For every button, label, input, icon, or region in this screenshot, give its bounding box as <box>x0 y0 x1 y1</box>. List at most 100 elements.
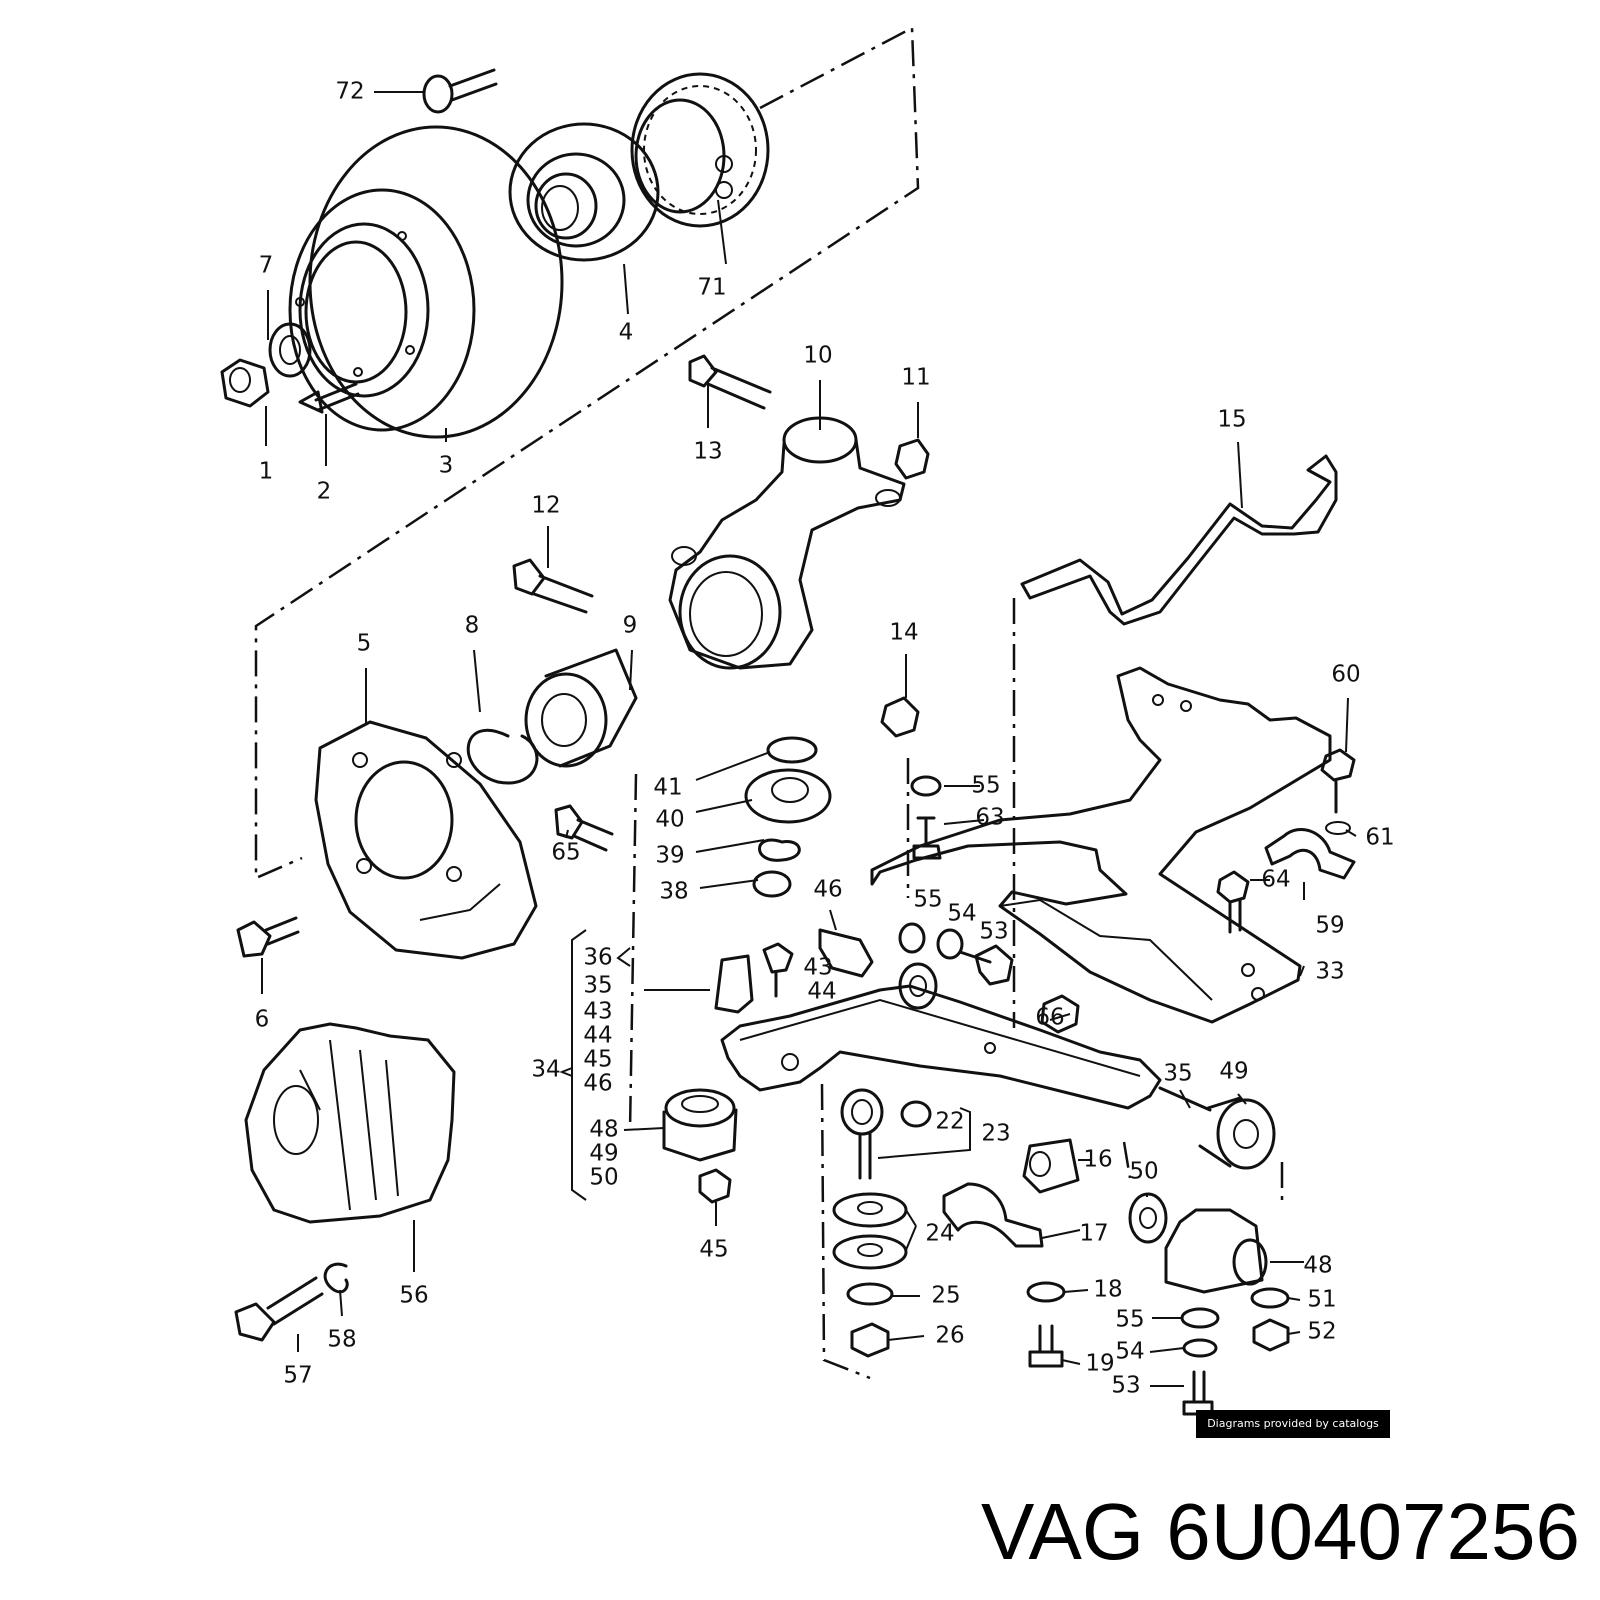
lower-control-arm <box>720 984 1212 1112</box>
callout-53: 53 <box>1111 1373 1140 1399</box>
group-brackets <box>559 929 971 1201</box>
callout-14: 14 <box>889 620 918 646</box>
bolt-60 <box>1320 748 1356 835</box>
washers-51-52 <box>1250 1287 1290 1352</box>
callout-49: 49 <box>1219 1059 1248 1085</box>
callout-54: 54 <box>947 901 976 927</box>
callout-12: 12 <box>531 493 560 519</box>
callout-33: 33 <box>1315 959 1344 985</box>
brake-disc <box>288 125 564 439</box>
callout-52: 52 <box>1307 1319 1336 1345</box>
callout-25: 25 <box>931 1283 960 1309</box>
bolt-65 <box>554 804 614 852</box>
leader-lines <box>261 91 1357 1387</box>
callout-58: 58 <box>327 1327 356 1353</box>
callout-8: 8 <box>465 613 480 639</box>
callout-17: 17 <box>1079 1221 1108 1247</box>
callout-34: 34 <box>531 1057 560 1083</box>
washers-55-63 <box>910 775 942 860</box>
nut-66 <box>1040 994 1080 1034</box>
callout-19: 19 <box>1085 1351 1114 1377</box>
callout-9: 9 <box>623 613 638 639</box>
bolt-12 <box>512 558 594 614</box>
callout-46: 46 <box>813 877 842 903</box>
callout-51: 51 <box>1307 1287 1336 1313</box>
steering-knuckle <box>668 416 906 670</box>
callout-45: 45 <box>699 1237 728 1263</box>
callout-6: 6 <box>255 1007 270 1033</box>
callout-56: 56 <box>399 1283 428 1309</box>
callout-39: 39 <box>655 843 684 869</box>
callout-59: 59 <box>1315 913 1344 939</box>
caliper-bolt <box>234 1276 324 1342</box>
bolt-19 <box>1028 1324 1064 1368</box>
callout-35: 35 <box>583 973 612 999</box>
callout-10: 10 <box>803 343 832 369</box>
bolt-43-44 <box>714 942 794 1014</box>
thrust-washer <box>268 322 312 378</box>
nut-14 <box>880 696 920 738</box>
spring-washer <box>323 1262 349 1294</box>
callout-61: 61 <box>1365 825 1394 851</box>
assembly-guide-lines <box>254 25 1284 1380</box>
countersunk-screw <box>298 382 360 414</box>
nut-26 <box>850 1322 890 1358</box>
callout-1: 1 <box>259 459 274 485</box>
callout-23: 23 <box>981 1121 1010 1147</box>
callout-43: 43 <box>803 955 832 981</box>
stabilizer-clamp <box>1264 827 1356 880</box>
ball-joint-parts <box>744 736 832 898</box>
bolt-13 <box>688 354 772 410</box>
callout-54: 54 <box>1115 1339 1144 1365</box>
bolt-6 <box>236 916 300 958</box>
callout-26: 26 <box>935 1323 964 1349</box>
callout-15: 15 <box>1217 407 1246 433</box>
callout-22: 22 <box>935 1109 964 1135</box>
callout-55: 55 <box>971 773 1000 799</box>
stabilizer-bracket <box>942 1182 1044 1248</box>
callout-72: 72 <box>335 79 364 105</box>
callout-35: 35 <box>1163 1061 1192 1087</box>
abs-sensor-ring <box>630 72 770 228</box>
screw-72 <box>422 68 498 114</box>
stabilizer-bushing <box>1022 1138 1080 1194</box>
callout-50: 50 <box>1129 1159 1158 1185</box>
callout-41: 41 <box>653 775 682 801</box>
subframe-crossmember <box>870 666 1332 1024</box>
washer-25 <box>846 1282 894 1306</box>
callout-13: 13 <box>693 439 722 465</box>
callout-36: 36 <box>583 945 612 971</box>
washer-50 <box>1128 1192 1168 1244</box>
callout-48: 48 <box>1303 1253 1332 1279</box>
callout-44: 44 <box>807 979 836 1005</box>
callout-48: 48 <box>589 1117 618 1143</box>
ball-joint-housing <box>662 1088 738 1162</box>
brake-caliper <box>244 1022 456 1224</box>
axle-nut <box>220 358 270 408</box>
dust-shield <box>314 720 538 960</box>
diagram-credit-badge: Diagrams provided by catalogs parts <box>1196 1410 1390 1458</box>
rear-bushing <box>1198 1096 1276 1170</box>
callout-2: 2 <box>317 479 332 505</box>
callout-55: 55 <box>1115 1307 1144 1333</box>
pivot-pin-46 <box>818 928 874 978</box>
callout-44: 44 <box>583 1023 612 1049</box>
rubber-mount-24 <box>832 1192 908 1270</box>
callout-4: 4 <box>619 320 634 346</box>
front-pivot <box>898 962 938 1010</box>
circlip <box>466 728 539 785</box>
callout-7: 7 <box>259 253 274 279</box>
callout-49: 49 <box>589 1141 618 1167</box>
callout-40: 40 <box>655 807 684 833</box>
washer-55-54 <box>898 922 964 960</box>
bearing-block-48 <box>1164 1208 1268 1294</box>
callout-60: 60 <box>1331 662 1360 688</box>
nut-11 <box>894 438 930 480</box>
callout-18: 18 <box>1093 1277 1122 1303</box>
wheel-bearing <box>524 648 638 768</box>
anti-roll-bar <box>1020 454 1338 626</box>
callout-46: 46 <box>583 1071 612 1097</box>
callout-43: 43 <box>583 999 612 1025</box>
